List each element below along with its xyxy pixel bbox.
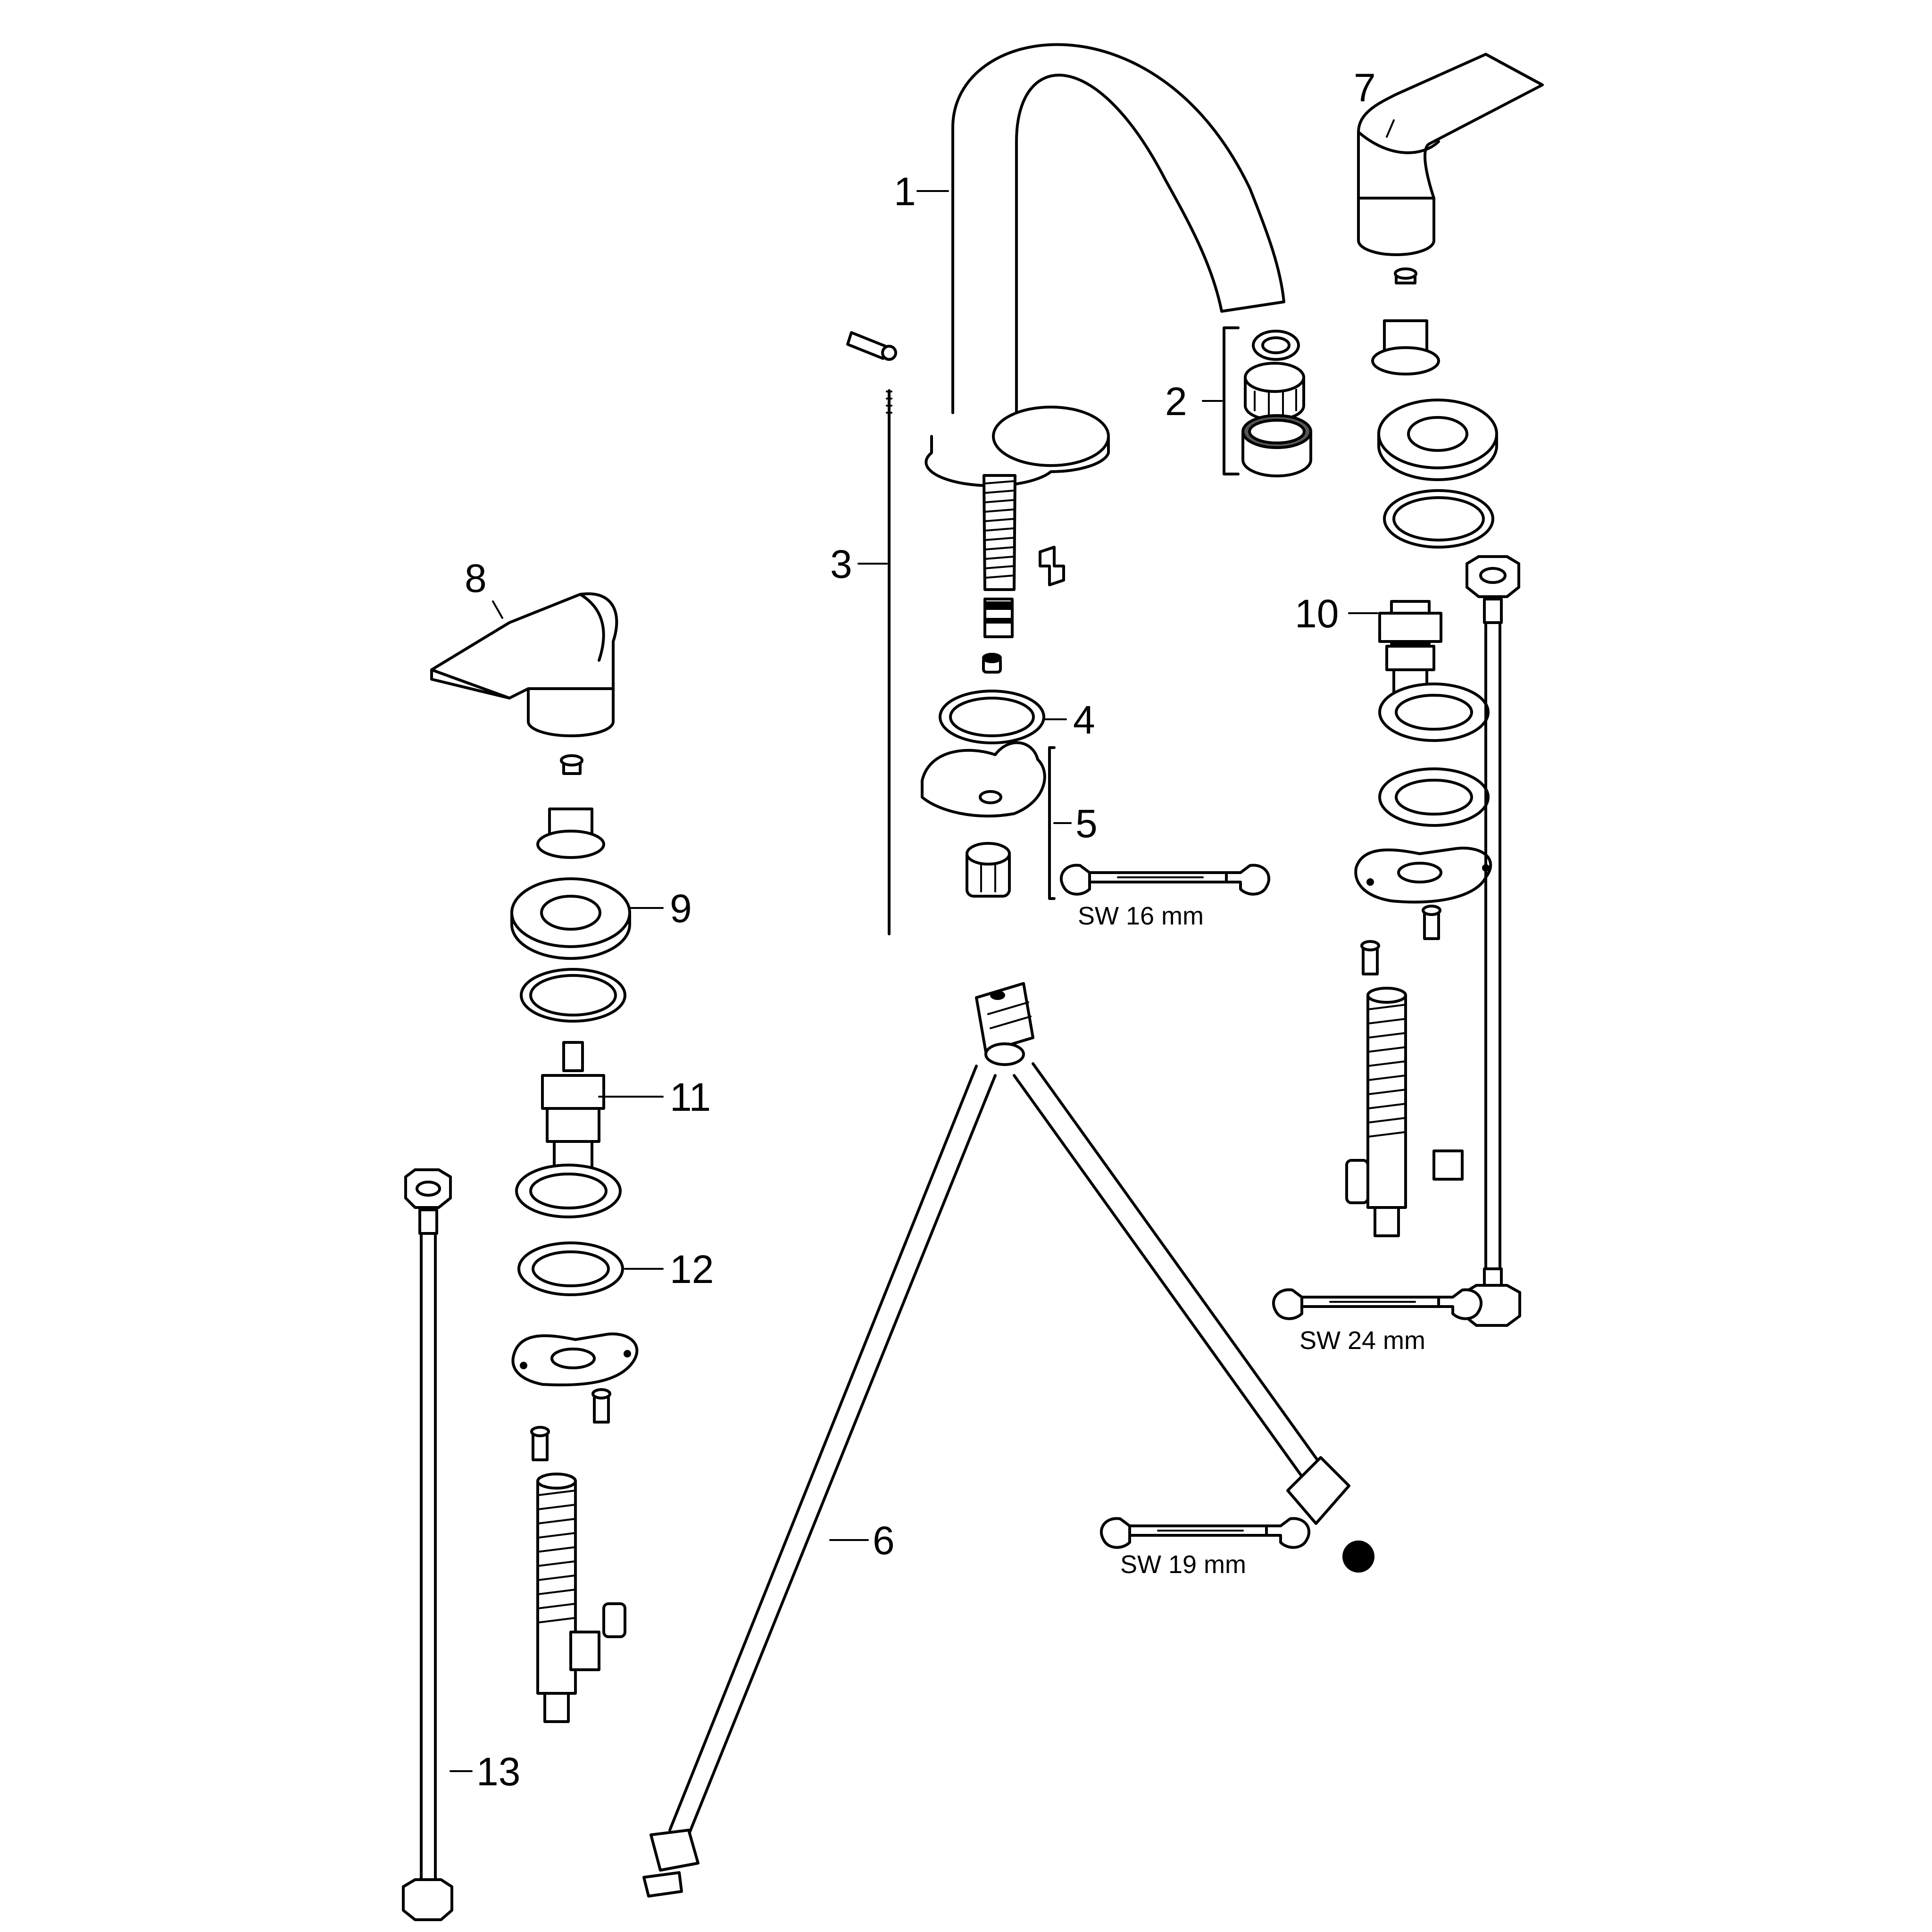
callout-7: 7: [1354, 66, 1376, 110]
wrench-size-labels: SW 16 mm SW 24 mm SW 19 mm: [1078, 902, 1425, 1579]
callout-6: 6: [873, 1518, 895, 1563]
callout-4: 4: [1073, 698, 1095, 742]
callout-1: 1: [894, 169, 916, 214]
wrench-label-sw19: SW 19 mm: [1120, 1550, 1246, 1579]
wrench-icon: [1100, 1517, 1310, 1549]
hose-part-6: [642, 982, 1374, 1898]
callout-12: 12: [670, 1247, 714, 1291]
leader-lines: [450, 119, 1395, 1772]
callout-3: 3: [830, 542, 852, 586]
callout-9: 9: [670, 886, 692, 931]
wrench-label-sw16: SW 16 mm: [1078, 902, 1204, 930]
spout-part-1: [924, 43, 1285, 638]
callout-10: 10: [1295, 591, 1339, 636]
right-supply-hose: [1463, 555, 1521, 1327]
popup-rod-part-3: [846, 331, 897, 935]
left-handle-part-8: [430, 592, 618, 737]
callout-13: 13: [476, 1749, 520, 1794]
wrench-label-sw24: SW 24 mm: [1299, 1326, 1425, 1355]
right-valve-assembly: [1345, 267, 1498, 1237]
callout-11: 11: [670, 1075, 711, 1119]
callout-8: 8: [465, 556, 487, 600]
right-handle-part-7: [1357, 53, 1544, 256]
gasket-part-4: [939, 653, 1045, 744]
callout-2: 2: [1165, 379, 1187, 424]
fixing-part-5: [921, 741, 1056, 900]
left-supply-hose-part-13: [402, 1168, 453, 1921]
wrench-icon: [1060, 864, 1270, 896]
callout-labels: 1 2 3 4 5 6 7 8 9 10 11 12 13: [465, 66, 1376, 1794]
callout-5: 5: [1075, 801, 1098, 846]
wrench-icon: [1272, 1288, 1482, 1320]
aerator-part-2: [1223, 326, 1312, 477]
left-valve-assembly: [510, 754, 639, 1723]
